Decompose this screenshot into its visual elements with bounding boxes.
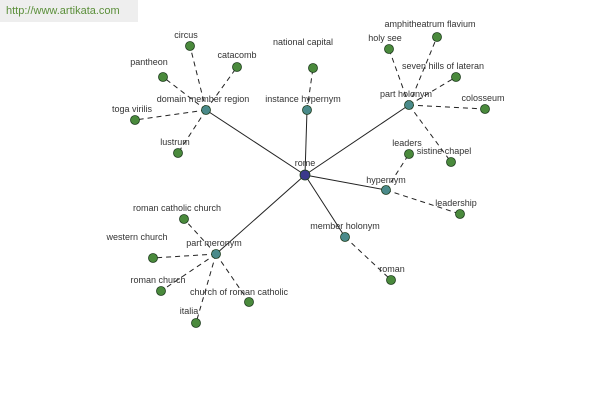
label-instance-hypernym: instance hypernym <box>265 94 341 104</box>
label-colosseum: colosseum <box>461 93 504 103</box>
node-italia[interactable] <box>191 318 201 328</box>
label-part-meronym: part meronym <box>186 238 242 248</box>
edge-instance-hypernym-national-capital <box>306 67 314 111</box>
label-western-church: western church <box>105 232 167 242</box>
edge-part-holonym-colosseum <box>408 104 486 110</box>
edge-domain-member-region-circus <box>189 45 207 111</box>
edge-part-meronym-roman-catholic-church <box>183 218 217 255</box>
edge-rome-domain-member-region <box>205 109 306 176</box>
edge-rome-part-meronym <box>215 174 306 255</box>
label-pantheon: pantheon <box>130 57 168 67</box>
edge-domain-member-region-pantheon <box>162 76 207 111</box>
edge-part-meronym-roman-church <box>160 253 217 292</box>
node-domain-member-region[interactable] <box>201 105 211 115</box>
label-hypernym: hypernym <box>366 175 406 185</box>
edge-part-meronym-italia <box>195 253 217 324</box>
node-colosseum[interactable] <box>480 104 490 114</box>
node-leaders[interactable] <box>404 149 414 159</box>
label-domain-member-region: domain member region <box>157 94 250 104</box>
node-part-holonym[interactable] <box>404 100 414 110</box>
edge-hypernym-leadership <box>385 189 461 215</box>
edge-member-holonym-roman <box>344 236 392 281</box>
node-sistine-chapel[interactable] <box>446 157 456 167</box>
node-church-of-roman-catholic[interactable] <box>244 297 254 307</box>
edge-part-holonym-seven-hills-of-lateran <box>408 76 457 106</box>
label-holy-see: holy see <box>368 33 402 43</box>
node-roman[interactable] <box>386 275 396 285</box>
label-leaders: leaders <box>392 138 422 148</box>
edge-rome-member-holonym <box>304 174 346 238</box>
node-pantheon[interactable] <box>158 72 168 82</box>
label-roman: roman <box>379 264 405 274</box>
node-seven-hills-of-lateran[interactable] <box>451 72 461 82</box>
label-roman-catholic-church: roman catholic church <box>133 203 221 213</box>
node-roman-catholic-church[interactable] <box>179 214 189 224</box>
edge-rome-instance-hypernym <box>304 109 308 176</box>
label-amphitheatrum-flavium: amphitheatrum flavium <box>384 19 475 29</box>
label-roman-church: roman church <box>130 275 185 285</box>
label-national-capital: national capital <box>273 37 333 47</box>
edge-part-meronym-western-church <box>152 253 217 259</box>
label-leadership: leadership <box>435 198 477 208</box>
edge-rome-part-holonym <box>304 104 410 176</box>
labels-layer: circus catacomb pantheon toga virilis lustru… <box>105 19 504 316</box>
node-rome[interactable] <box>299 169 311 181</box>
nodes-layer <box>130 32 490 328</box>
label-toga-virilis: toga virilis <box>112 104 153 114</box>
edge-part-holonym-amphitheatrum-flavium <box>408 36 438 106</box>
node-catacomb[interactable] <box>232 62 242 72</box>
edge-part-holonym-sistine-chapel <box>408 104 452 163</box>
label-part-holonym: part holonym <box>380 89 432 99</box>
edge-hypernym-leaders <box>385 153 410 191</box>
node-member-holonym[interactable] <box>340 232 350 242</box>
label-italia: italia <box>180 306 199 316</box>
node-roman-church[interactable] <box>156 286 166 296</box>
edge-rome-hypernym <box>304 174 387 191</box>
label-seven-hills-of-lateran: seven hills of lateran <box>402 61 484 71</box>
node-amphitheatrum-flavium[interactable] <box>432 32 442 42</box>
node-holy-see[interactable] <box>384 44 394 54</box>
node-instance-hypernym[interactable] <box>302 105 312 115</box>
label-church-of-roman-catholic: church of roman catholic <box>190 287 289 297</box>
watermark-url[interactable]: http://www.artikata.com <box>0 0 138 22</box>
edges-layer <box>134 36 486 324</box>
label-catacomb: catacomb <box>217 50 256 60</box>
node-leadership[interactable] <box>455 209 465 219</box>
label-sistine-chapel: sistine chapel <box>417 146 472 156</box>
node-national-capital[interactable] <box>308 63 318 73</box>
label-circus: circus <box>174 30 198 40</box>
edge-part-holonym-holy-see <box>388 48 410 106</box>
edge-part-meronym-church-of-roman-catholic <box>215 253 250 303</box>
node-western-church[interactable] <box>148 253 158 263</box>
label-rome: rome <box>295 158 316 168</box>
node-part-meronym[interactable] <box>211 249 221 259</box>
node-circus[interactable] <box>185 41 195 51</box>
node-hypernym[interactable] <box>381 185 391 195</box>
node-lustrum[interactable] <box>173 148 183 158</box>
edge-domain-member-region-toga-virilis <box>134 109 207 121</box>
label-lustrum: lustrum <box>160 137 190 147</box>
label-member-holonym: member holonym <box>310 221 380 231</box>
node-toga-virilis[interactable] <box>130 115 140 125</box>
